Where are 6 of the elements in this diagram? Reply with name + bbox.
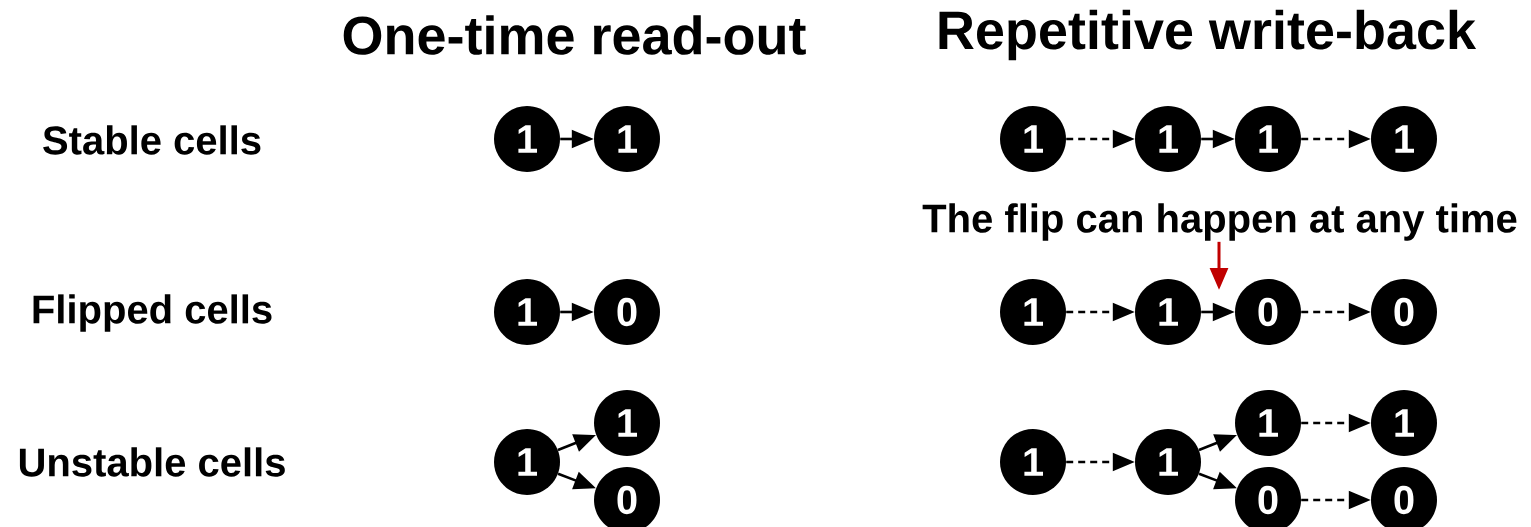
annotation-text: The flip can happen at any time	[922, 203, 1517, 241]
column-heading: Repetitive write-back	[939, 9, 1477, 61]
column-heading: Flipped cells	[33, 294, 272, 332]
column-heading: One-time read-out	[343, 15, 806, 55]
column-heading: Stable cells	[43, 125, 261, 155]
column-heading: Unstable cells	[19, 447, 285, 477]
